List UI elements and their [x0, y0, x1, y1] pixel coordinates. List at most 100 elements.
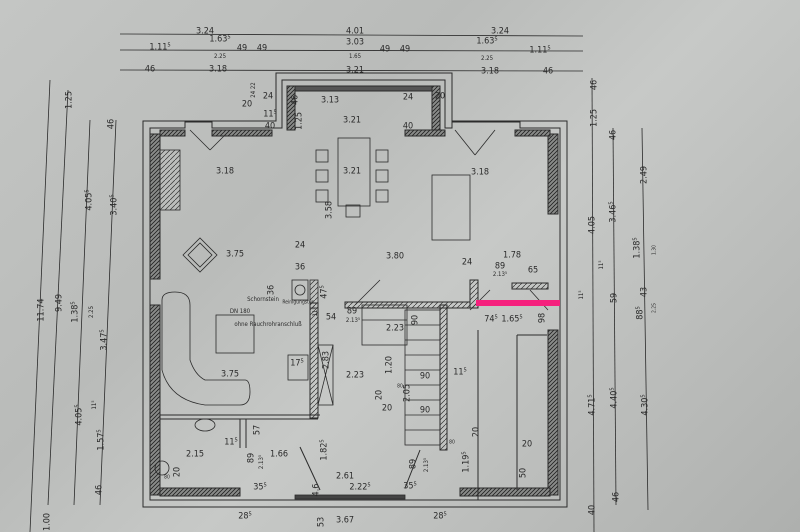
dimension-label: 1.63⁵ [476, 36, 498, 47]
dimension-label: 35⁵ [403, 481, 417, 492]
dimension-label: 20 [381, 403, 393, 414]
dimension-label: 36 [266, 284, 277, 296]
left-dimension-lines [29, 79, 117, 532]
dimension-label: 1.00 [42, 512, 53, 532]
dimension-label: 2.25 [213, 53, 227, 60]
dimension-label: 1.25 [294, 111, 305, 131]
chimney-note: ohne Rauchrohranschluß [234, 321, 302, 328]
dimension-label: 49 [399, 44, 411, 55]
dimension-label: 20 [172, 466, 183, 478]
chimney-note: DN 180 [229, 308, 251, 315]
dimension-label: 20 [374, 389, 385, 401]
dimension-label: 2.13⁵ [492, 271, 508, 278]
dimension-label: 3.18 [215, 166, 235, 177]
dimension-label: 46 [106, 118, 117, 130]
dimension-label: 2.05 [402, 383, 413, 403]
dimension-label: 2.25 [88, 305, 95, 319]
dimension-label: 28⁵ [433, 511, 447, 522]
chimney-note: Reinigungstür [282, 299, 314, 306]
dimension-label: 4.30⁵ [640, 394, 651, 416]
dimension-label: 1.57⁵ [96, 429, 107, 451]
dimension-label: 1.65⁵ [501, 314, 523, 325]
exterior-walls [142, 72, 568, 508]
dimension-label: 2.23 [385, 323, 405, 334]
dimension-label: 1.82⁵ [319, 439, 330, 461]
armchair [182, 237, 218, 273]
dimension-label: 4.6 [311, 483, 322, 497]
dimension-label: 11⁵ [312, 307, 319, 317]
dimension-label: 57 [252, 424, 263, 436]
dimension-label: 2.22⁵ [349, 482, 371, 493]
bathroom-fixtures [154, 418, 216, 476]
dimension-label: 59 [609, 292, 620, 304]
dimension-label: 46 [94, 484, 105, 496]
dimension-label: 4.05⁵ [74, 404, 85, 426]
dimension-label: 3.21 [345, 65, 365, 76]
dimension-label: 11⁵ [91, 400, 98, 410]
dimension-label: 1.11⁵ [149, 42, 171, 53]
dimension-label: 11⁵ [453, 367, 467, 378]
kitchen-island [431, 174, 471, 241]
dimension-label: 11⁵ [598, 260, 605, 270]
windows [159, 129, 496, 500]
dimension-label: 3.18 [208, 64, 228, 75]
dimension-label: 35⁵ [253, 482, 267, 493]
dimension-label: 80 [164, 474, 170, 481]
dimension-label: 3.24 [195, 26, 215, 37]
dimension-label: 3.21 [342, 115, 362, 126]
dimension-label: 40 [402, 121, 414, 132]
dimension-label: 46 [290, 94, 301, 106]
dimension-label: 11.74 [36, 298, 47, 322]
dimension-label: 3.75 [220, 369, 240, 380]
dimension-label: 24 [402, 92, 414, 103]
dimension-label: 46 [589, 79, 600, 91]
dimension-label: 3.67 [335, 515, 355, 526]
dimension-label: 20 [434, 91, 446, 102]
dimension-label: 1.78 [502, 250, 522, 261]
dimension-label: 4.05 [587, 215, 598, 235]
dimension-label: 1.20 [384, 355, 395, 375]
top-dimension-lines [119, 33, 584, 72]
sofa [161, 291, 255, 406]
dimension-label: 80 [397, 383, 403, 390]
dimension-label: 88⁵ [635, 306, 646, 320]
dimension-label: 1.65 [348, 53, 362, 60]
dimension-label: 46 [144, 64, 156, 75]
dimension-label: 2.13⁵ [423, 457, 430, 473]
dimension-label: 46 [608, 129, 619, 141]
dimension-label: 9.49 [54, 293, 65, 313]
dimension-label: 20 [521, 439, 533, 450]
dimension-label: 40 [264, 121, 276, 132]
dimension-label: 3.13 [320, 95, 340, 106]
dimension-label: 90 [410, 314, 421, 326]
dimension-label: 1.63⁵ [209, 34, 231, 45]
dimension-label: 24 [294, 240, 306, 251]
dimension-label: 3.58 [324, 200, 335, 220]
dimension-label: 90 [419, 405, 431, 416]
dimension-label: 89 [346, 306, 358, 317]
dimension-label: 1.30 [651, 244, 658, 256]
dimension-label: 3.18 [480, 66, 500, 77]
dimension-label: 1.25 [589, 108, 600, 128]
dimension-label: 49 [236, 43, 248, 54]
dimension-label: 89 [246, 452, 257, 464]
dimension-label: 20 [241, 99, 253, 110]
dimension-label: 3.03 [345, 37, 365, 48]
dimension-label: 74⁵ [484, 314, 498, 325]
dimension-label: 11⁵ [263, 109, 277, 120]
dimension-label: 3.40⁵ [109, 194, 120, 216]
dimension-label: 3.75 [225, 249, 245, 260]
dimension-label: 89 [494, 261, 506, 272]
dimension-label: 4.71⁵ [587, 394, 598, 416]
dimension-label: 50 [518, 467, 529, 479]
dimension-label: 24 22 [250, 82, 257, 98]
dimension-label: 65 [527, 265, 539, 276]
dimension-label: 2.83 [321, 350, 332, 370]
dimension-label: 3.18 [470, 167, 490, 178]
dimension-label: 3.47⁵ [99, 329, 110, 351]
dimension-label: 46 [611, 491, 622, 503]
dimension-label: 3.21 [342, 166, 362, 177]
dimension-label: 28⁵ [238, 511, 252, 522]
dimension-label: 17⁵ [290, 358, 304, 369]
dimension-label: 1.19⁵ [461, 451, 472, 473]
